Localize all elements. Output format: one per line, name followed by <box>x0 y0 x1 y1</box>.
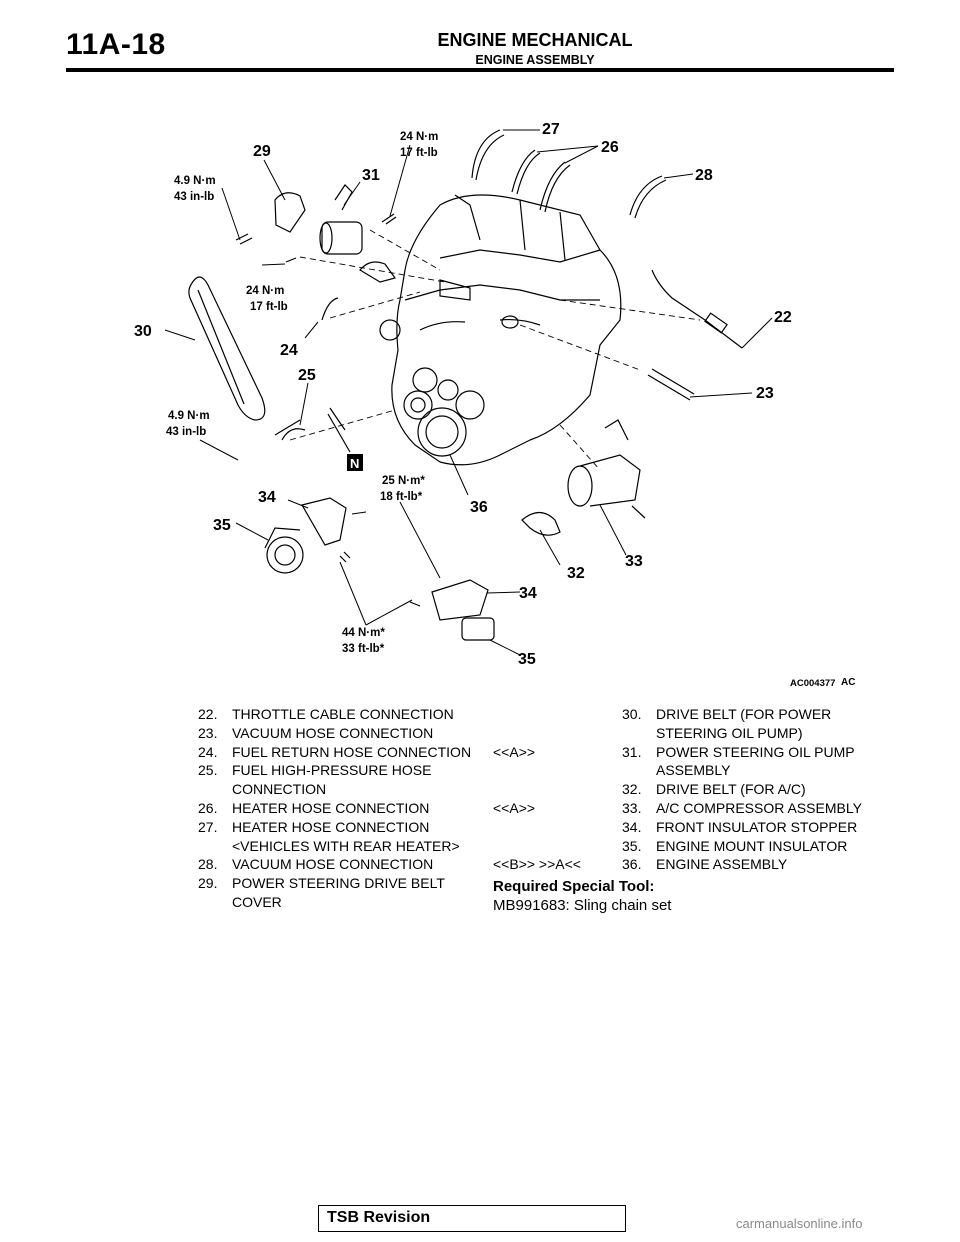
section-title: ENGINE MECHANICAL <box>437 30 633 50</box>
list-item: 25.FUEL HIGH-PRESSURE HOSE CONNECTION <box>198 762 432 798</box>
list-item: <<A>>31.POWER STEERING OIL PUMP ASSEMBLY <box>493 743 855 779</box>
section-subtitle: ENGINE ASSEMBLY <box>475 53 595 67</box>
callout-29: 29 <box>253 143 271 160</box>
list-item: <<A>>33.A/C COMPRESSOR ASSEMBLY <box>493 799 862 816</box>
torque-spec-ftlb: 18 ft-lb* <box>380 491 423 503</box>
header-rule <box>66 68 894 72</box>
torque-spec-inlb: 43 in-lb <box>166 426 206 438</box>
callout-35-left: 35 <box>213 517 231 534</box>
n-marker-box <box>347 454 363 471</box>
special-tool-item: MB991683: Sling chain set <box>493 896 672 914</box>
callout-33: 33 <box>625 553 643 570</box>
torque-spec-nm: 44 N·m* <box>342 627 385 639</box>
callout-30: 30 <box>134 323 152 340</box>
list-item: 26.HEATER HOSE CONNECTION <box>198 799 430 816</box>
callout-26: 26 <box>601 139 619 156</box>
callout-34-left: 34 <box>258 489 276 506</box>
list-item: 27.HEATER HOSE CONNECTION <VEHICLES WITH… <box>198 818 460 854</box>
list-item: <<B>> >>A<<36.ENGINE ASSEMBLY <box>493 856 788 873</box>
leader-lines <box>164 129 773 656</box>
list-item: 35.ENGINE MOUNT INSULATOR <box>622 837 848 854</box>
callout-25: 25 <box>298 367 316 384</box>
parts-list-left: 22.THROTTLE CABLE CONNECTION 23.VACUUM H… <box>198 705 478 912</box>
list-item: 23.VACUUM HOSE CONNECTION <box>198 724 434 741</box>
n-marker: N <box>350 456 359 471</box>
engine-block-drawing <box>188 129 743 641</box>
engine-assembly-diagram: 22 23 24 25 26 27 28 29 30 31 32 33 34 3… <box>134 121 855 689</box>
torque-spec-nm: 24 N·m <box>246 285 284 297</box>
list-item: 32.DRIVE BELT (FOR A/C) <box>622 781 806 798</box>
page-number: 11A-18 <box>66 28 166 61</box>
torque-spec-ftlb: 33 ft-lb* <box>342 643 385 655</box>
torque-spec-nm: 4.9 N·m <box>168 410 210 422</box>
parts-list-right: 30.DRIVE BELT (FOR POWER STEERING OIL PU… <box>493 705 903 916</box>
watermark: carmanualsonline.info <box>736 1216 863 1231</box>
special-tool-heading: Required Special Tool: <box>493 878 655 896</box>
callout-28: 28 <box>695 167 713 184</box>
figure-id: AC004377 <box>790 678 835 689</box>
callout-22: 22 <box>774 309 792 326</box>
callout-32: 32 <box>567 565 585 582</box>
callout-24: 24 <box>280 342 298 359</box>
list-item: 28.VACUUM HOSE CONNECTION <box>198 856 434 873</box>
callout-31: 31 <box>362 167 380 184</box>
callout-23: 23 <box>756 385 774 402</box>
torque-spec-nm: 24 N·m <box>400 131 438 143</box>
tsb-revision-label: TSB Revision <box>327 1209 431 1226</box>
torque-spec-ftlb: 17 ft-lb <box>400 147 438 159</box>
list-item: 30.DRIVE BELT (FOR POWER STEERING OIL PU… <box>622 706 832 741</box>
callout-27: 27 <box>542 121 560 138</box>
list-item: 34.FRONT INSULATOR STOPPER <box>622 818 858 835</box>
torque-spec-ftlb: 17 ft-lb <box>250 301 288 313</box>
torque-spec-nm: 4.9 N·m <box>174 175 216 187</box>
callout-35-right: 35 <box>518 651 536 668</box>
torque-spec-nm: 25 N·m* <box>382 475 425 487</box>
callout-34-right: 34 <box>519 585 537 602</box>
callout-36: 36 <box>470 499 488 516</box>
list-item: 29.POWER STEERING DRIVE BELT COVER <box>198 875 445 910</box>
list-item: 24.FUEL RETURN HOSE CONNECTION <box>198 743 472 760</box>
tsb-revision-box: TSB Revision <box>318 1205 626 1232</box>
figure-suffix: AC <box>841 677 855 688</box>
list-item: 22.THROTTLE CABLE CONNECTION <box>198 706 454 722</box>
torque-spec-inlb: 43 in-lb <box>174 191 214 203</box>
